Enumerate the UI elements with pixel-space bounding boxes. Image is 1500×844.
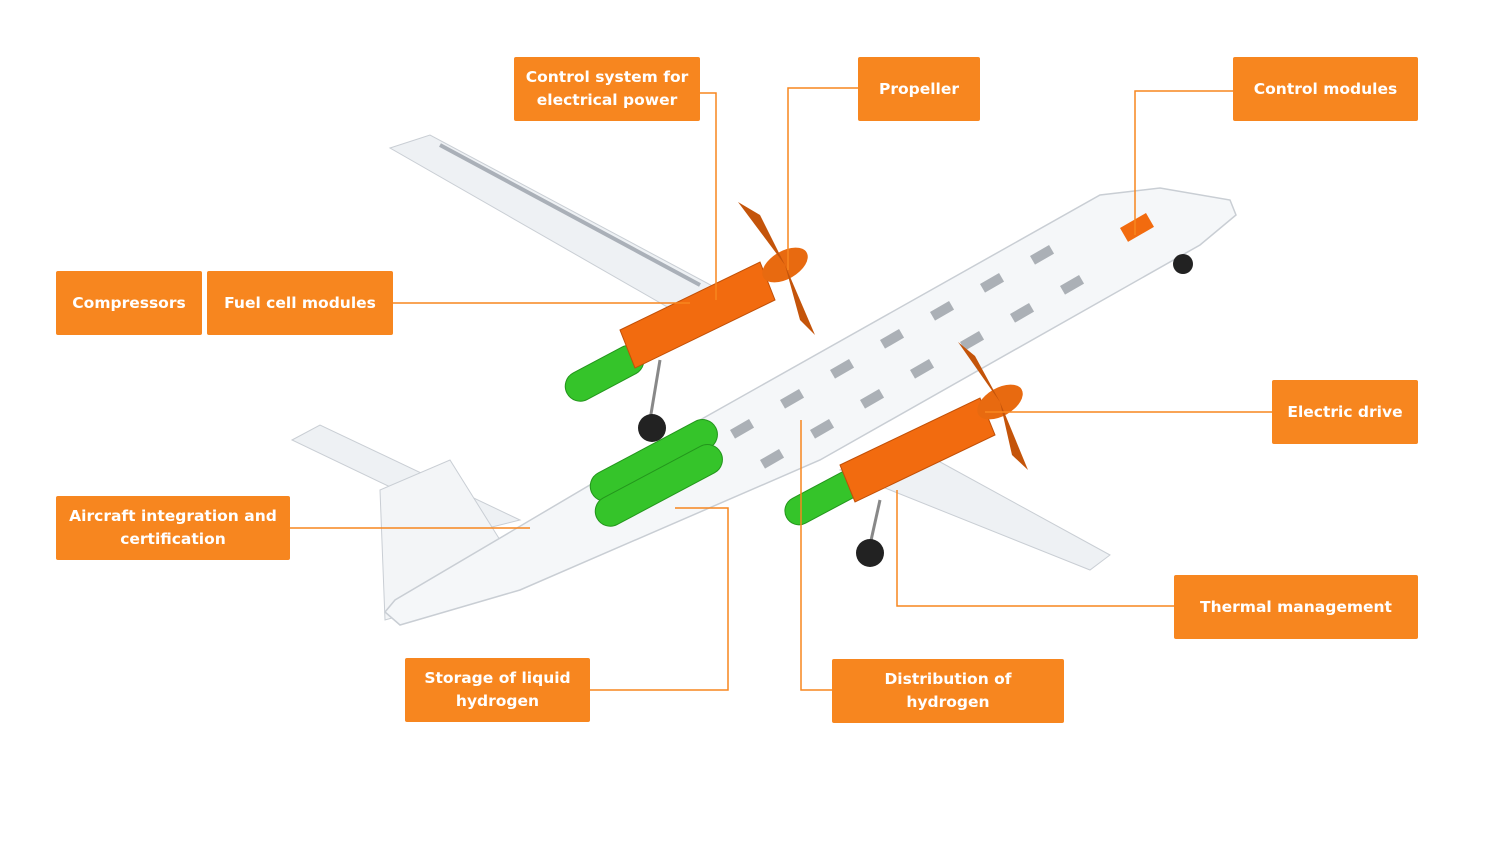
seats — [730, 244, 1085, 469]
label-compressors: Compressors — [56, 271, 202, 335]
label-fuel-cell-modules: Fuel cell modules — [207, 271, 393, 335]
leader-lines — [290, 87, 1272, 691]
hydrogen-tanks — [564, 344, 869, 527]
fuselage — [383, 187, 1237, 626]
label-control-system: Control system for electrical power — [514, 57, 700, 121]
label-control-modules: Control modules — [1233, 57, 1418, 121]
label-propeller: Propeller — [858, 57, 980, 121]
left-wing — [388, 134, 721, 321]
label-thermal-management: Thermal management — [1174, 575, 1418, 639]
nose-gear — [1173, 254, 1193, 274]
right-engine — [839, 342, 1028, 567]
label-electric-drive: Electric drive — [1272, 380, 1418, 444]
label-distribution-hydrogen: Distribution of hydrogen — [832, 659, 1064, 723]
label-aircraft-integration: Aircraft integration and certification — [56, 496, 290, 560]
control-module-box — [1120, 213, 1154, 242]
label-storage-liquid-hydrogen: Storage of liquid hydrogen — [405, 658, 590, 722]
left-engine — [619, 202, 815, 442]
